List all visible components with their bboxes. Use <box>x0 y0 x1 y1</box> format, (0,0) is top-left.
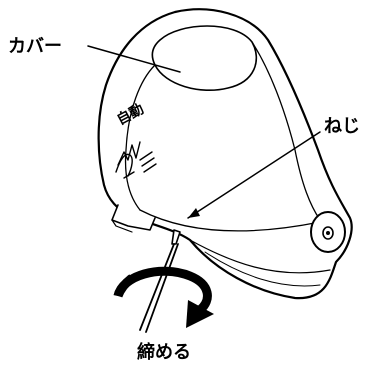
screwdriver-icon <box>139 229 181 333</box>
screw-leader-line <box>187 131 321 219</box>
hand-sensor-icon <box>115 141 157 179</box>
cover-label: カバー <box>8 36 62 57</box>
cover-leader-line <box>87 45 181 73</box>
side-knob <box>310 211 346 253</box>
tighten-label: 締める <box>137 342 191 363</box>
device-body <box>97 8 353 300</box>
screw-label: ねじ <box>324 116 360 137</box>
clockwise-arrow-icon <box>113 266 214 328</box>
